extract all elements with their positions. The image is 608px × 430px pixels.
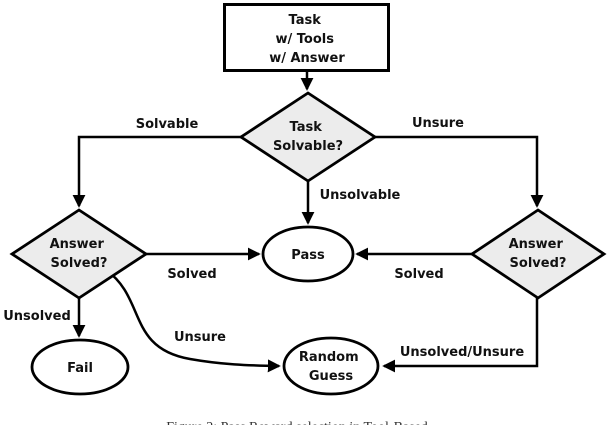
answer-solved-right-label: Answer Solved? [509, 237, 568, 271]
task-box-line3: w/ Answer [269, 51, 345, 66]
random-guess-label: Random Guess [299, 350, 363, 384]
answer-solved-left-line2: Solved? [51, 256, 108, 271]
label-solvable: Solvable [136, 117, 199, 132]
label-unsolved-unsure: Unsolved/Unsure [400, 345, 524, 360]
random-guess-line1: Random [299, 350, 359, 365]
label-solved-right: Solved [394, 267, 443, 282]
task-box-shape [223, 3, 390, 72]
task-box-label: Task w/ Tools w/ Answer [269, 13, 345, 66]
answer-solved-left-diamond [9, 208, 149, 300]
pass-ellipse [261, 225, 355, 283]
task-box-line1: Task [289, 13, 322, 28]
edge-unsure-to-right-diamond [375, 135, 544, 208]
edge-solvable-to-left-diamond [72, 135, 241, 208]
label-unsure-curve: Unsure [174, 330, 226, 345]
answer-solved-right-diamond [469, 208, 607, 300]
random-guess-line2: Guess [309, 369, 353, 384]
figure-caption: Figure 2: Pass Reward selection in Tool-… [0, 420, 608, 425]
answer-solved-right-line1: Answer [509, 237, 564, 252]
label-unsolved: Unsolved [3, 309, 71, 324]
task-solvable-diamond [238, 91, 378, 183]
task-solvable-line2: Solvable? [273, 139, 343, 154]
label-unsolvable: Unsolvable [320, 188, 401, 203]
edge-unsolved-unsure-to-random-guess [382, 298, 539, 373]
random-guess-ellipse [282, 336, 380, 396]
answer-solved-left-label: Answer Solved? [50, 237, 109, 271]
label-unsure-top: Unsure [412, 116, 464, 131]
fail-ellipse [30, 338, 130, 396]
edge-unsure-to-random-guess [105, 268, 281, 373]
edge-group [72, 71, 544, 373]
fail-label: Fail [67, 361, 93, 376]
answer-solved-left-line1: Answer [50, 237, 105, 252]
task-box-line2: w/ Tools [275, 32, 334, 47]
pass-label: Pass [291, 248, 325, 263]
answer-solved-right-line2: Solved? [510, 256, 567, 271]
label-solved-left: Solved [167, 267, 216, 282]
task-solvable-line1: Task [290, 120, 323, 135]
task-solvable-label: Task Solvable? [273, 120, 343, 154]
